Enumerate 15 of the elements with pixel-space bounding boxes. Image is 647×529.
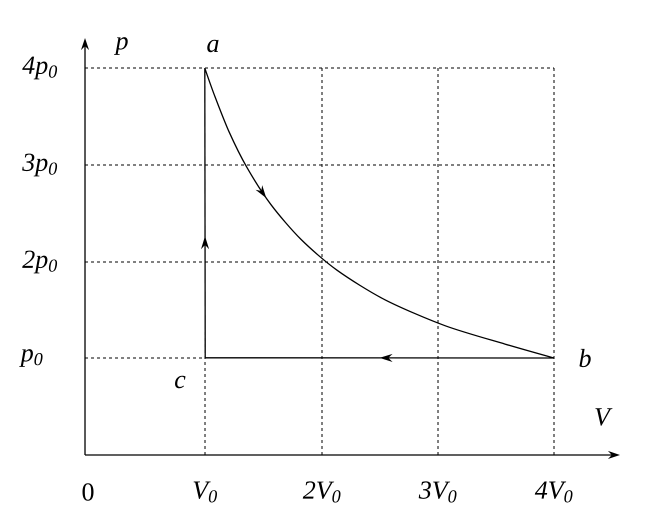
tick-label: 0	[82, 483, 94, 501]
tick-label: 3V$_{0}$	[418, 481, 456, 503]
tick-label: p$_{0}$	[19, 349, 43, 367]
axis-label: p	[114, 37, 128, 55]
tick-label: 4p$_{0}$	[22, 56, 58, 80]
process-arrow	[204, 68, 554, 359]
point-label: b	[579, 348, 591, 368]
tick-label: 2V$_{0}$	[302, 481, 340, 503]
tick-label: 2p$_{0}$	[22, 250, 58, 274]
axis-label: V	[595, 408, 612, 426]
tick-label: 4V$_{0}$	[534, 481, 572, 502]
point-label: a	[207, 40, 219, 52]
tick-label: 3p$_{0}$	[22, 154, 58, 176]
tick-label: V$_{0}$	[194, 482, 217, 502]
point-label: c	[175, 376, 186, 388]
